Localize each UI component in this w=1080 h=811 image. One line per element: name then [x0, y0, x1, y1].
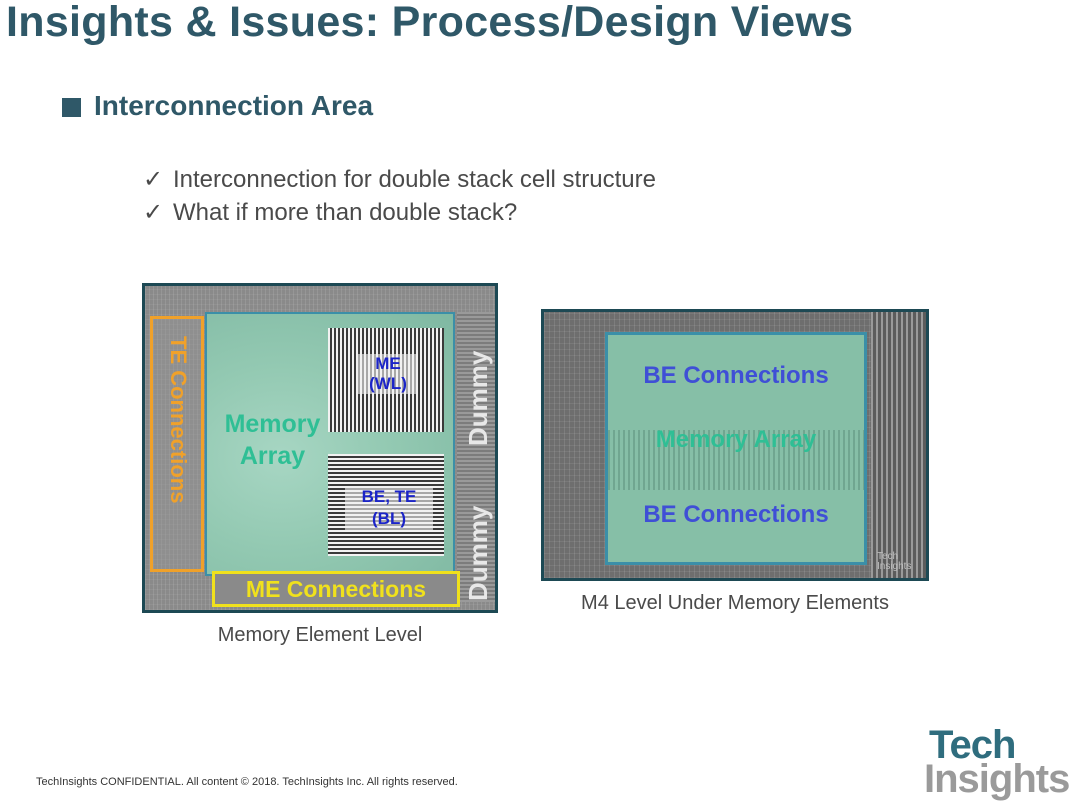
wordline-label-line1: ME	[375, 354, 401, 373]
bullet-list: ✓ Interconnection for double stack cell s…	[143, 163, 656, 229]
bitline-label: BE, TE (BL)	[345, 486, 433, 530]
periphery-region	[871, 312, 926, 578]
me-connections-outline	[212, 571, 460, 607]
section-heading: Interconnection Area	[62, 90, 373, 122]
bitline-label-line2: (BL)	[372, 509, 406, 528]
section-heading-text: Interconnection Area	[94, 90, 374, 121]
watermark: Tech Insights	[877, 552, 911, 572]
dummy-region	[457, 312, 495, 602]
array-texture	[608, 430, 864, 490]
bitline-label-line1: BE, TE	[361, 487, 417, 506]
slide-title: Insights & Issues: Process/Design Views	[6, 0, 854, 46]
memory-element-level-image: TE Connections Memory Array ME (WL) BE, …	[142, 283, 498, 613]
square-bullet-icon	[62, 97, 81, 117]
watermark-line1: Tech	[877, 551, 899, 562]
memory-array-label: Memory Array	[220, 408, 325, 472]
figure-caption-right: M4 Level Under Memory Elements	[581, 592, 889, 614]
bullet-item: ✓ Interconnection for double stack cell s…	[143, 163, 656, 196]
watermark-line2: Insights	[877, 561, 912, 572]
memory-array-label-line1: Memory	[224, 410, 321, 438]
memory-array-label: Memory Array	[655, 426, 817, 453]
logo-line2: Insights	[924, 757, 1070, 801]
techinsights-logo: Tech Insights	[924, 723, 1074, 806]
te-connections-outline	[150, 316, 204, 572]
memory-array-label-line2: Array	[239, 442, 306, 470]
confidential-footer: TechInsights CONFIDENTIAL. All content ©…	[36, 776, 458, 788]
bullet-item: ✓ What if more than double stack?	[143, 196, 656, 229]
bullet-text: Interconnection for double stack cell st…	[173, 166, 656, 193]
m4-level-image: BE Connections Memory Array BE Connectio…	[541, 309, 929, 581]
wordline-label-line2: (WL)	[369, 374, 407, 393]
dummy-label-bottom: Dummy	[463, 505, 493, 601]
checkmark-icon: ✓	[143, 199, 164, 226]
figure-caption-left: Memory Element Level	[217, 624, 423, 646]
wordline-label: ME (WL)	[358, 354, 418, 394]
memory-array-region	[605, 332, 867, 565]
be-connections-label-top: BE Connections	[643, 362, 829, 389]
logo-line1: Tech	[929, 723, 1016, 767]
be-connections-label-bottom: BE Connections	[643, 501, 829, 528]
bullet-text: What if more than double stack?	[173, 199, 518, 226]
te-connections-label: TE Connections	[166, 336, 191, 504]
dummy-label-top: Dummy	[463, 350, 493, 446]
me-connections-label: ME Connections	[245, 576, 427, 602]
checkmark-icon: ✓	[143, 166, 164, 193]
